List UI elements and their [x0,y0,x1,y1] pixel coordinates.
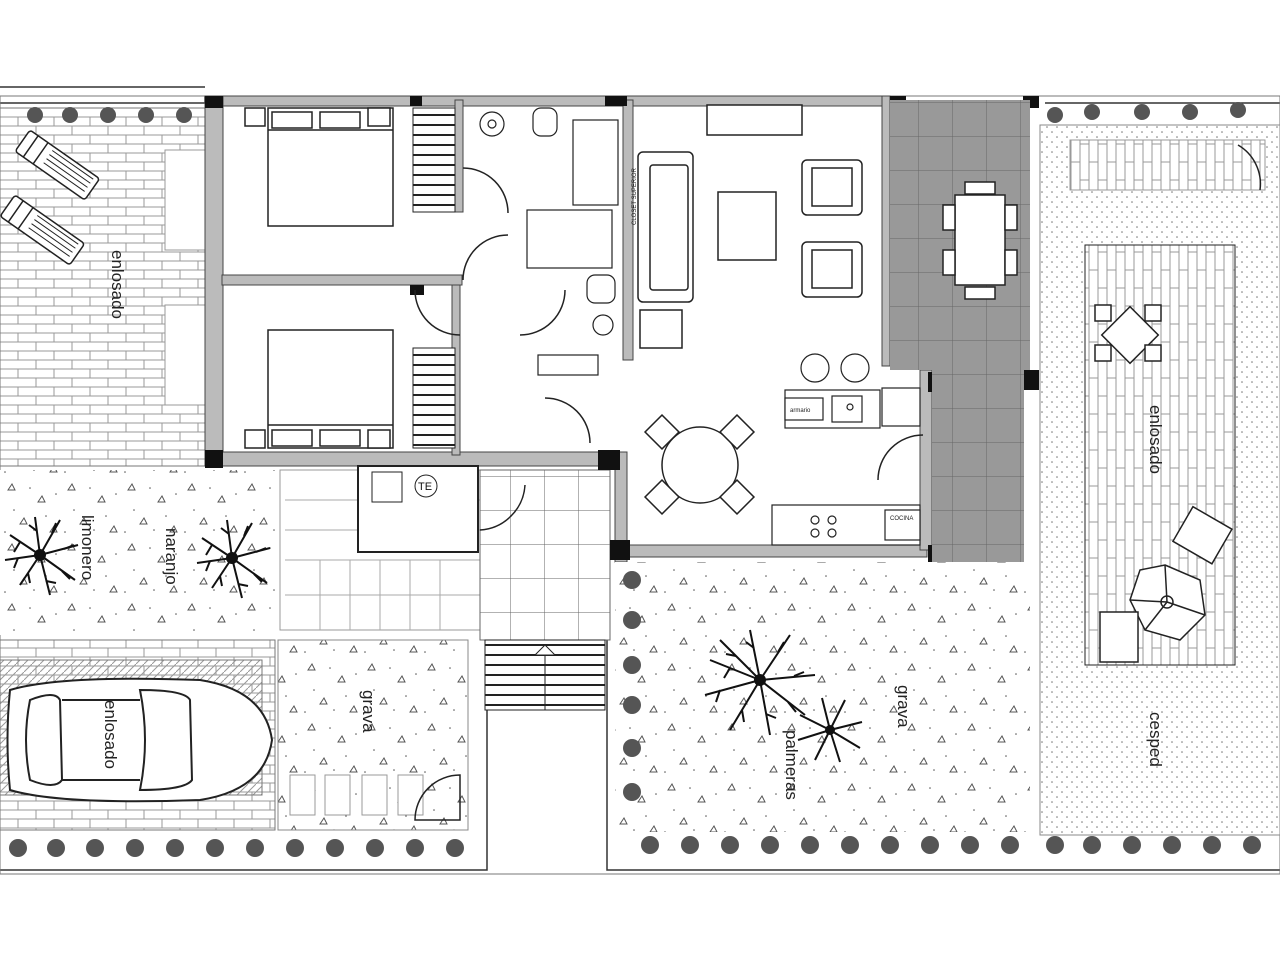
hedge-right [1046,102,1261,854]
label-enlosado-left: enlosado [108,250,127,319]
gate-right [1237,144,1262,191]
parasol-icon [1099,505,1233,663]
gate-left [414,774,461,821]
bath-fixtures [526,119,619,376]
label-limonero: limonero [78,515,97,580]
kitchen [771,353,921,546]
bed-icon [244,107,394,449]
label-closet: CLOSET SUPERIOR [632,167,638,225]
label-te: TE [418,481,432,493]
sun-lounger-icon [0,130,100,265]
table-chairs-icon [643,413,756,516]
wardrobe-1 [412,107,456,213]
toilet-icon [479,107,616,336]
armchair-icon [801,159,863,298]
label-naranjo: naranjo [162,528,181,585]
label-enlosado-car: enlosado [101,700,120,769]
hedge-gravel-right [623,571,1019,854]
sofa-icon [637,104,803,349]
hedge-top-left [27,107,192,123]
utility-box [371,471,403,503]
entry-tiles [479,469,611,641]
label-cesped: cesped [1146,712,1165,767]
label-enlosado-right: enlosado [1146,405,1165,474]
wardrobe-2 [412,347,456,449]
car-icon [6,677,274,803]
lawn-paving-top [1069,139,1266,191]
label-armario: armario [790,408,811,414]
label-palmeras: palmeras [782,730,801,800]
label-cocina: COCINA [890,516,913,522]
palm-icon [704,629,863,763]
label-grava-left: grava [359,690,378,733]
te-symbol [414,474,438,498]
label-grava-right: grava [894,685,913,728]
hedge-bottom-left [9,839,464,857]
porch-table [942,181,1018,300]
table-chairs-icon [1094,304,1162,365]
utility-door [479,484,526,531]
gravel-right [615,562,1030,832]
entry-arrow [533,644,557,710]
tree-icon [4,516,271,599]
doors [414,167,924,481]
